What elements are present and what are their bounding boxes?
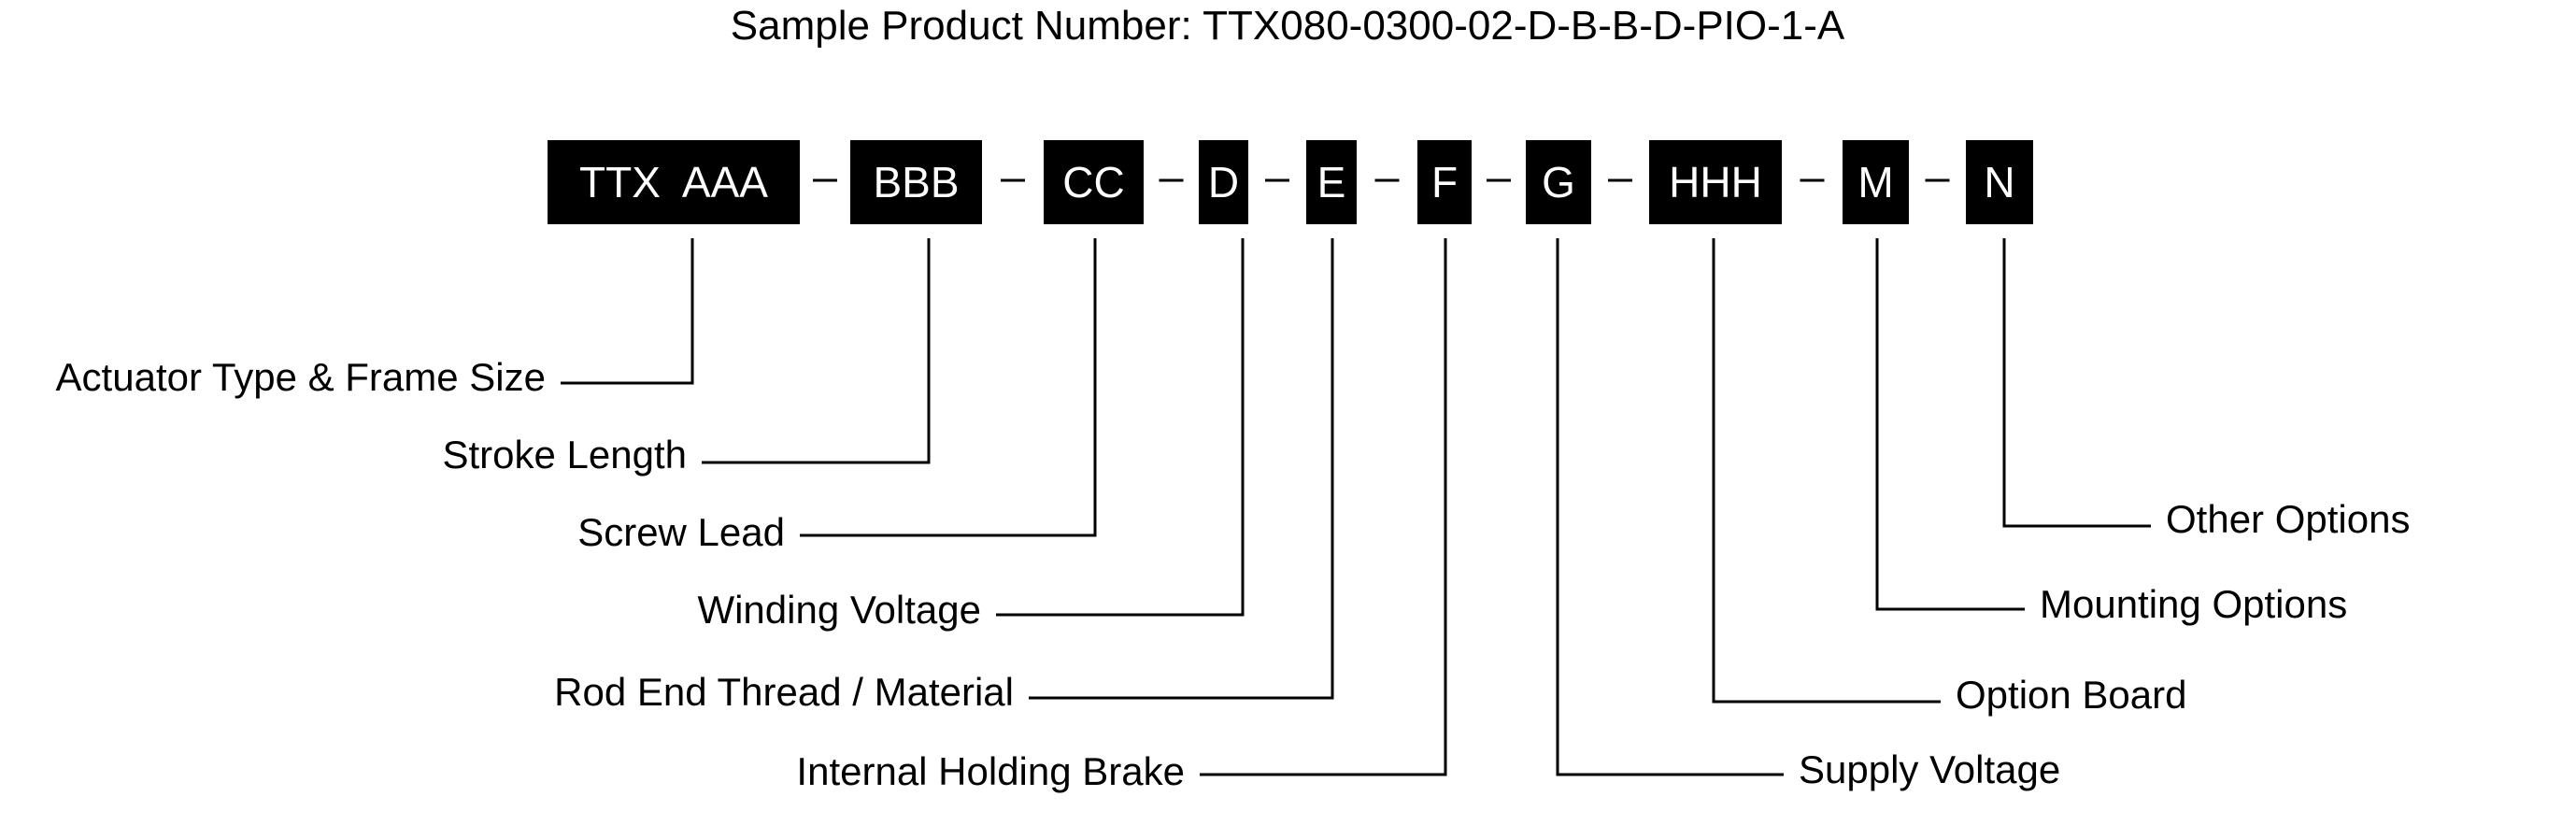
code-box-e bbox=[1306, 140, 1357, 224]
leader-line-e bbox=[1029, 238, 1334, 700]
code-box-h bbox=[1649, 140, 1782, 224]
segment-label-e: Rod End Thread / Material bbox=[554, 670, 1014, 714]
code-box-text-b: BBB bbox=[873, 158, 959, 206]
segment-label-n: Other Options bbox=[2166, 497, 2410, 541]
leader-line-b bbox=[702, 238, 931, 464]
code-box-d bbox=[1199, 140, 1248, 224]
segment-label-a: Actuator Type & Frame Size bbox=[56, 355, 546, 399]
code-box-text-m: M bbox=[1857, 158, 1893, 206]
code-box-text-e: E bbox=[1317, 158, 1346, 206]
code-box-n bbox=[1966, 140, 2033, 224]
code-box-text-n: N bbox=[1984, 158, 2014, 206]
code-box-text-a: TTX AAA bbox=[579, 158, 768, 206]
segment-label-h: Option Board bbox=[1956, 673, 2187, 717]
code-box-f bbox=[1417, 140, 1472, 224]
code-box-b bbox=[850, 140, 982, 224]
code-box-text-f: F bbox=[1431, 158, 1458, 206]
leader-line-f bbox=[1200, 238, 1447, 776]
code-box-c bbox=[1044, 140, 1144, 224]
code-box-text-d: D bbox=[1208, 158, 1239, 206]
leader-lines bbox=[561, 238, 2151, 776]
code-box-a bbox=[548, 140, 800, 224]
code-box-text-c: CC bbox=[1062, 158, 1124, 206]
code-box-m bbox=[1843, 140, 1909, 224]
leader-line-c bbox=[800, 238, 1097, 537]
segment-label-m: Mounting Options bbox=[2040, 582, 2347, 626]
code-segment-boxes: TTX AAA BBB CC D E F G HHH M N bbox=[548, 140, 2033, 224]
diagram-title: Sample Product Number: TTX080-0300-02-D-… bbox=[731, 3, 1845, 49]
leader-line-n bbox=[2002, 238, 2151, 528]
segment-label-c: Screw Lead bbox=[577, 510, 785, 554]
code-box-g bbox=[1526, 140, 1591, 224]
leader-line-m bbox=[1875, 238, 2025, 611]
leader-line-a bbox=[561, 238, 694, 385]
leader-line-h bbox=[1712, 238, 1941, 704]
segment-label-g: Supply Voltage bbox=[1799, 747, 2060, 791]
leader-line-d bbox=[996, 238, 1245, 617]
segment-label-b: Stroke Length bbox=[442, 433, 687, 477]
segment-label-d: Winding Voltage bbox=[697, 588, 981, 632]
segment-label-f: Internal Holding Brake bbox=[796, 749, 1185, 793]
code-box-text-h: HHH bbox=[1669, 158, 1762, 206]
code-box-text-g: G bbox=[1542, 158, 1575, 206]
leader-line-g bbox=[1556, 238, 1784, 776]
